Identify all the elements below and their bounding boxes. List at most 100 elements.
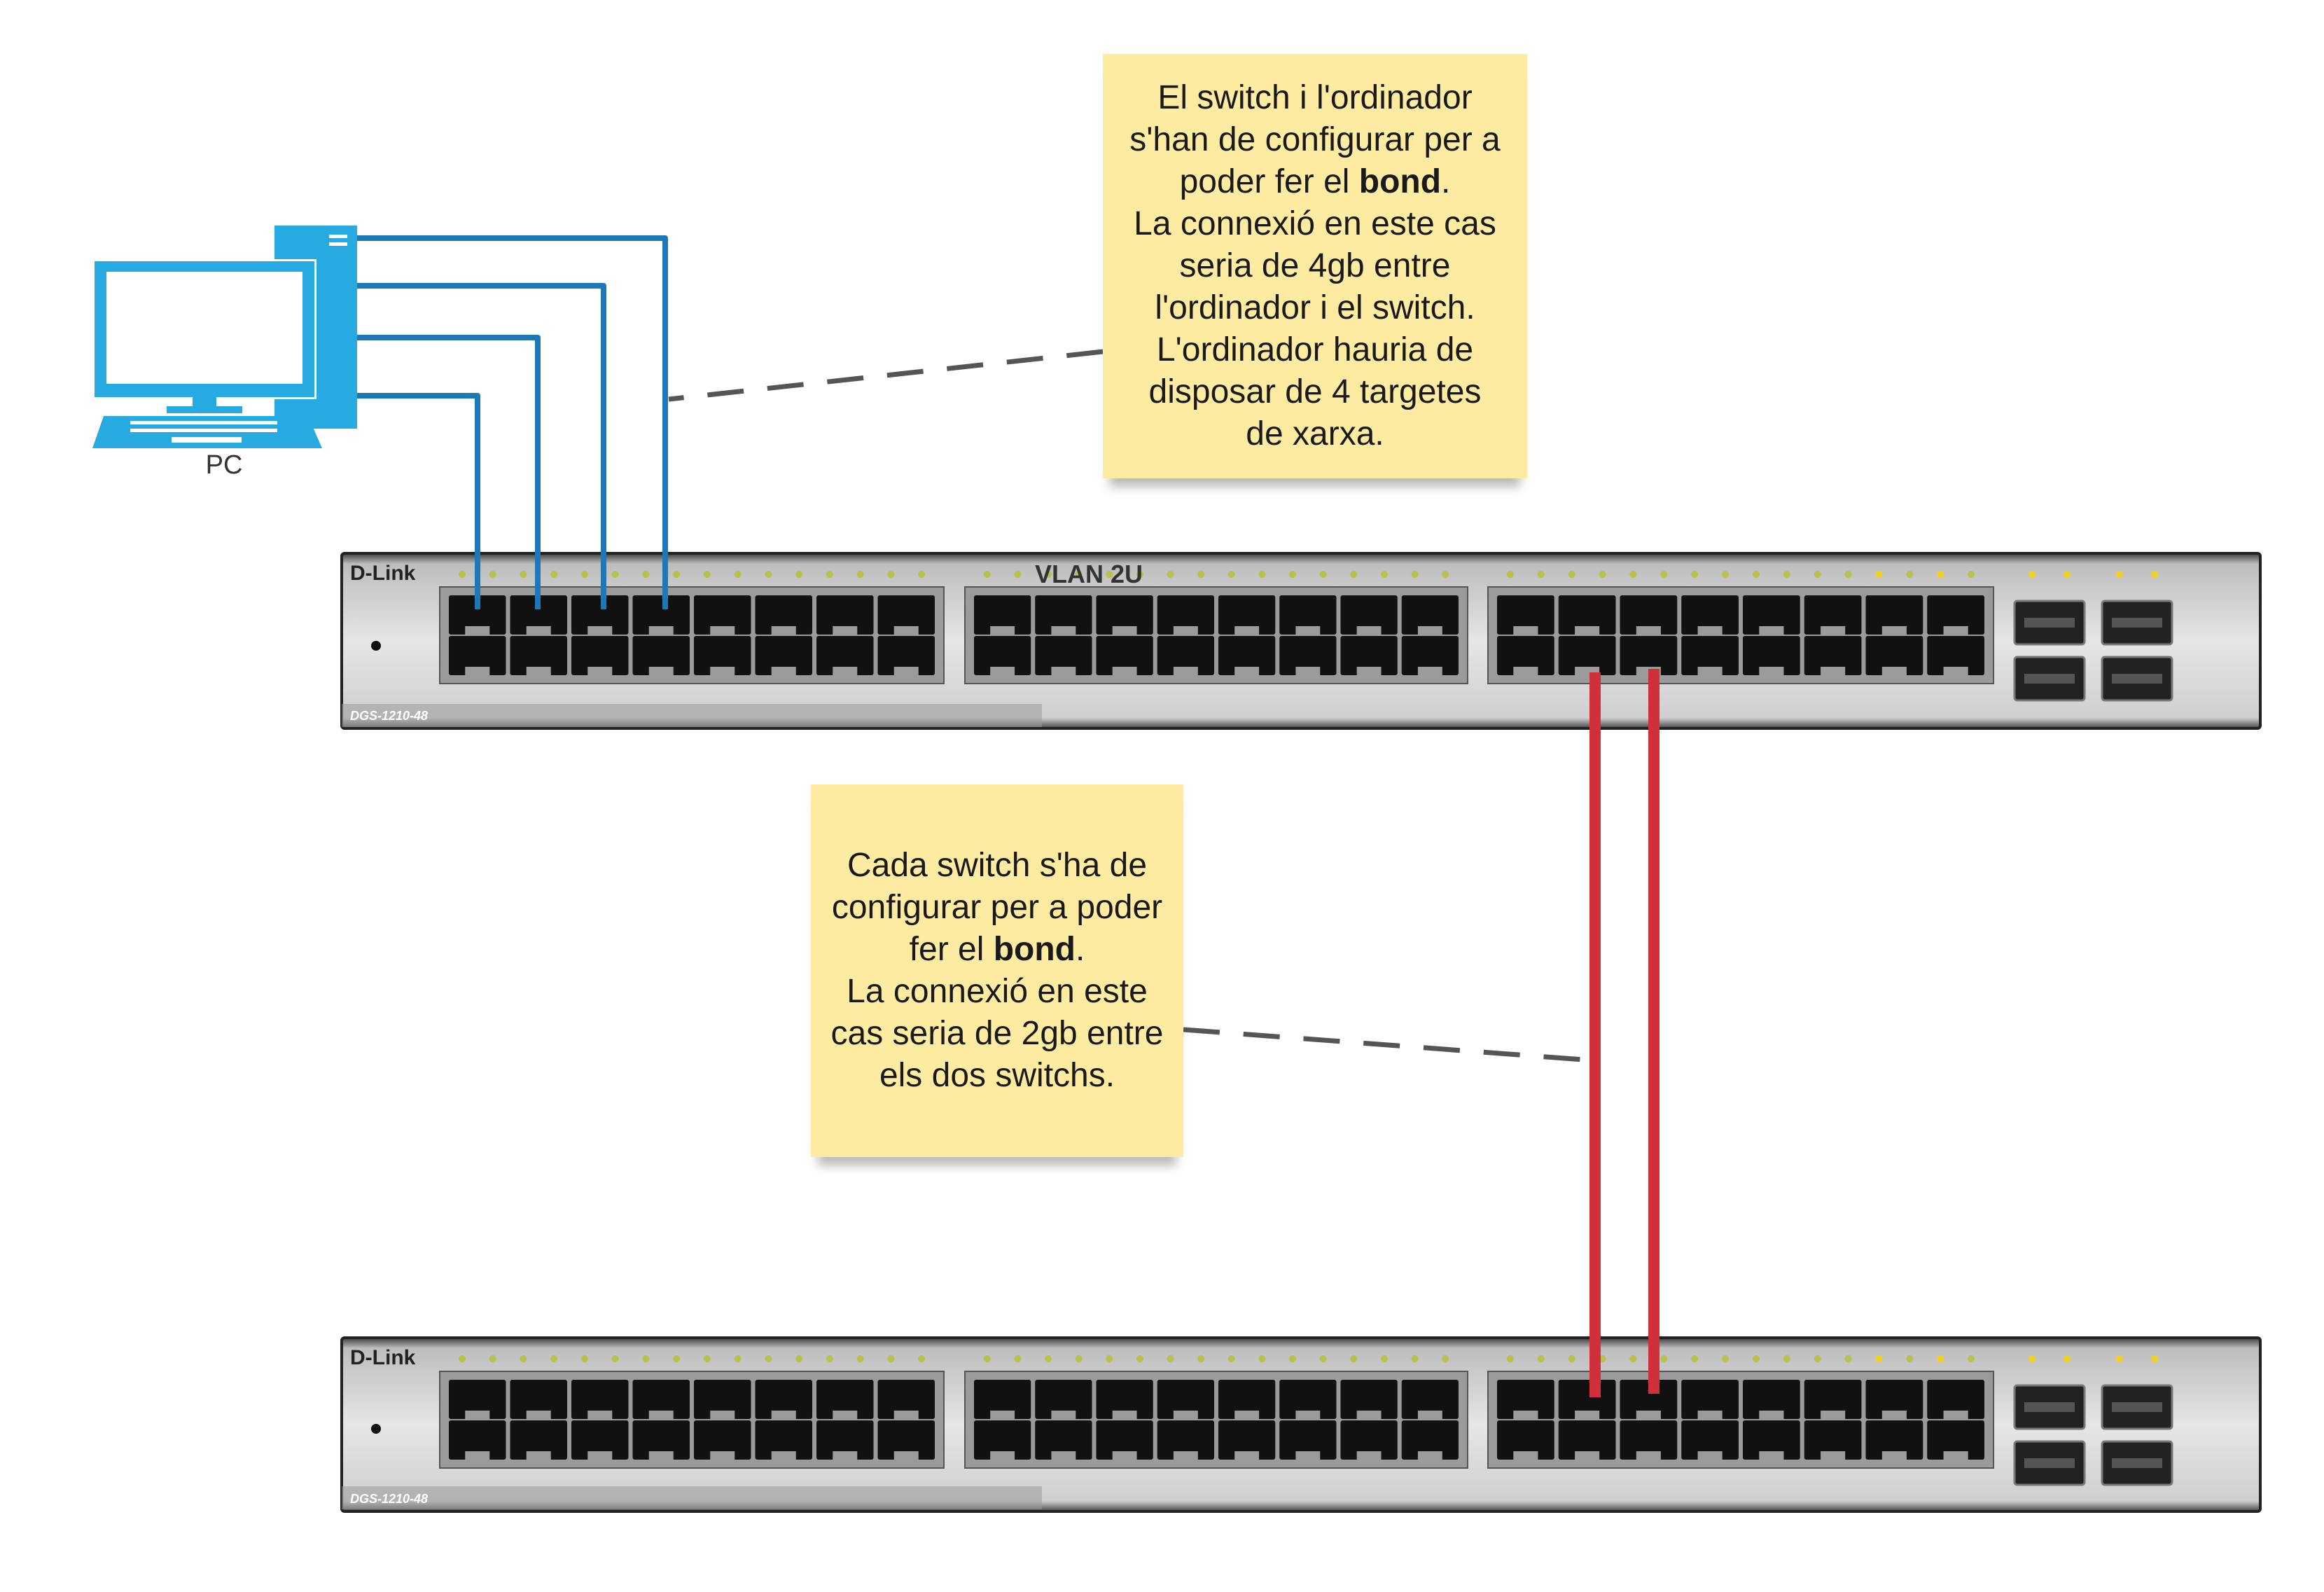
status-led (1075, 571, 1083, 578)
status-led (458, 1355, 466, 1362)
ethernet-port (1340, 636, 1398, 675)
ethernet-port-notch (771, 1451, 796, 1460)
ethernet-port (571, 595, 629, 635)
ethernet-port (1279, 595, 1337, 635)
status-led (856, 1355, 864, 1362)
ethernet-port-notch (1234, 1451, 1260, 1460)
status-led (1411, 571, 1419, 578)
status-led (2029, 1355, 2036, 1362)
switch-bottom-model: DGS-1210-48 (350, 1492, 428, 1506)
status-led (2151, 1355, 2158, 1362)
ethernet-port-notch (990, 626, 1015, 635)
ethernet-port (974, 636, 1031, 675)
status-led (703, 1355, 711, 1362)
note-pointers (668, 349, 1594, 1063)
status-led (1197, 1355, 1205, 1362)
switch-bottom: D-Link DGS-1210-48 (340, 1336, 2262, 1513)
note-top-line-4: La connexió en este cas (1134, 205, 1496, 242)
ethernet-port-notch (1112, 1451, 1137, 1460)
status-led (1136, 571, 1143, 578)
ethernet-port-notch (990, 1451, 1015, 1460)
status-led (1722, 1355, 1730, 1362)
ethernet-port-notch (1295, 1451, 1321, 1460)
status-led (673, 571, 681, 578)
ethernet-port-notch (1173, 1451, 1198, 1460)
status-led (1319, 1355, 1327, 1362)
ethernet-port (1681, 1420, 1739, 1460)
pc-cable-1 (357, 235, 668, 609)
status-led (580, 1355, 588, 1362)
status-led (1968, 1355, 1975, 1362)
ethernet-port (1218, 595, 1276, 635)
note-mid-line-1: Cada switch s'ha de (847, 847, 1148, 884)
ethernet-port-notch (710, 1411, 735, 1419)
ethernet-port-notch (587, 667, 613, 675)
ethernet-port-notch (1881, 667, 1907, 675)
status-led (1227, 571, 1235, 578)
ethernet-port (877, 595, 935, 635)
note-mid-line-2: configurar per a poder (831, 889, 1163, 926)
ethernet-port (571, 1380, 629, 1419)
ethernet-port-notch (587, 626, 613, 635)
note-top-line-6: l'ordinador i el switch. (1155, 289, 1475, 326)
status-led (1568, 1355, 1575, 1362)
ethernet-port-notch (526, 1411, 551, 1419)
ethernet-port-notch (1513, 667, 1538, 675)
vlan-label: VLAN 2U (1035, 560, 1143, 588)
status-led (734, 1355, 742, 1362)
ethernet-port (1558, 636, 1616, 675)
status-led (1599, 571, 1606, 578)
reset-button-bottom (371, 1424, 381, 1434)
ethernet-port (1927, 595, 1984, 635)
sfp-port-slot (2112, 674, 2162, 684)
ethernet-port-notch (1943, 626, 1968, 635)
ethernet-port (1558, 1380, 1616, 1419)
ethernet-port-notch (1356, 1451, 1382, 1460)
ethernet-port (449, 1420, 506, 1460)
status-led (1875, 571, 1883, 578)
ethernet-port-notch (1295, 667, 1321, 675)
ethernet-port-notch (526, 667, 551, 675)
status-led (1289, 1355, 1297, 1362)
ethernet-port-notch (1881, 1411, 1907, 1419)
note-top-line-8: disposar de 4 targetes (1148, 373, 1482, 410)
ethernet-port-notch (648, 667, 674, 675)
status-led (1660, 571, 1668, 578)
ethernet-port (632, 595, 690, 635)
ethernet-port (510, 595, 567, 635)
status-led (1875, 1355, 1883, 1362)
ethernet-port-notch (1636, 1411, 1661, 1419)
ethernet-port-notch (710, 667, 735, 675)
ethernet-port (1218, 1380, 1276, 1419)
sfp-port-slot (2024, 618, 2075, 628)
ethernet-port (1620, 595, 1678, 635)
ethernet-port (1157, 1420, 1214, 1460)
ethernet-port (816, 595, 874, 635)
ethernet-port-notch (1697, 667, 1723, 675)
switch-top-brand: D-Link (350, 562, 416, 585)
note-top-line-3: poder fer el bond. (1110, 161, 1520, 203)
status-led (2116, 571, 2123, 578)
ethernet-port-notch (1943, 1451, 1968, 1460)
status-led (1599, 1355, 1606, 1362)
ethernet-port (1927, 1380, 1984, 1419)
ethernet-port (1035, 636, 1092, 675)
ethernet-port (1743, 1420, 1800, 1460)
switch-top-ports (439, 571, 2173, 702)
status-led (1722, 571, 1730, 578)
ethernet-port (877, 636, 935, 675)
status-led (520, 571, 527, 578)
ethernet-port (632, 1380, 690, 1419)
status-led (1136, 1355, 1143, 1362)
status-led (795, 1355, 803, 1362)
status-led (2151, 571, 2158, 578)
note-top-line-3-end: . (1441, 163, 1451, 200)
ethernet-port-notch (771, 626, 796, 635)
sticky-note-middle: Cada switch s'ha de configurar per a pod… (811, 784, 1183, 1157)
status-led (1814, 571, 1821, 578)
ethernet-port-notch (1051, 626, 1076, 635)
pc-cable-4 (357, 393, 480, 609)
pc-label: PC (206, 450, 243, 480)
ethernet-port-notch (1821, 667, 1846, 675)
